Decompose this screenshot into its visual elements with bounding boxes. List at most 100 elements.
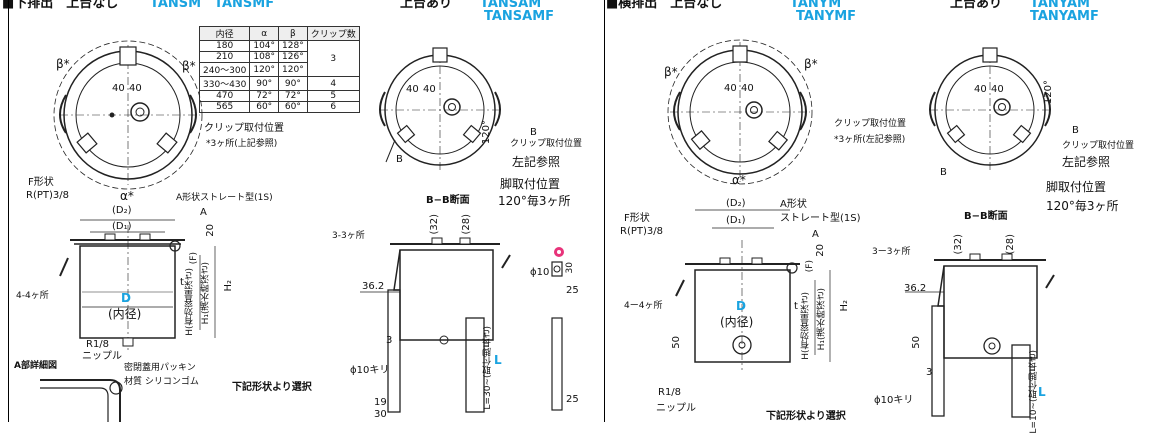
d1-label: (D₁) — [112, 221, 132, 232]
inner-diameter-label: (内径) — [720, 315, 754, 329]
model-name-tanymf: TANYMF — [796, 9, 857, 24]
dim-32: (32) — [429, 214, 440, 235]
l-label: L — [494, 353, 502, 367]
beta-label: β* — [56, 57, 70, 71]
clip-position-label: クリップ取付位置 — [204, 123, 284, 134]
beta-label: β* — [804, 57, 818, 71]
dim-3: 3 — [386, 335, 393, 346]
table-header: α — [249, 26, 280, 41]
bb-section-view-1 — [360, 237, 563, 413]
dim-36-2: 36.2 — [362, 281, 385, 292]
nipple-label: ニップル — [656, 403, 696, 414]
h1-label: H₁(満水時深さ) — [817, 288, 827, 351]
d-label: D — [736, 299, 746, 313]
three-places-label: 3ー3ヶ所 — [872, 247, 911, 257]
nipple-label: ニップル — [82, 351, 122, 362]
angle-120: 120° — [1043, 80, 1054, 105]
r18-label: R1/8 — [86, 339, 110, 350]
l-note: L=30~(取付脚長さ) — [483, 326, 493, 410]
alpha-label: α* — [120, 189, 134, 203]
phi10-drill-label: ϕ10キリ — [350, 365, 390, 376]
a-detail-view — [40, 379, 123, 422]
bb-section-view-2 — [905, 253, 1055, 418]
section-divider — [604, 0, 605, 422]
four-places-label: 4-4ヶ所 — [16, 291, 49, 301]
f-shape-label: F形状 — [28, 177, 54, 188]
four-places-label: 4ー4ヶ所 — [624, 301, 663, 311]
tank-side-view-1 — [59, 219, 216, 350]
left-border — [8, 0, 9, 422]
leg-position-label: 脚取付位置 — [1046, 180, 1107, 194]
h2-label: H₂ — [839, 300, 850, 312]
top-view-2 — [379, 47, 501, 170]
model-name-tansamf: TANSAMF — [484, 9, 555, 24]
tank-side-view-2 — [675, 209, 831, 370]
top-view-1 — [53, 40, 203, 190]
angle-120: 120° — [481, 120, 492, 145]
model-name-tanym: TANYM — [790, 0, 842, 11]
h2-label: H₂ — [223, 280, 234, 292]
dim-20: 20 — [815, 244, 826, 257]
a-letter: A — [812, 229, 819, 240]
section-subtitle-with-stand: 上台あり — [400, 0, 453, 11]
inner-diameter-label: (内径) — [108, 307, 142, 321]
a-detail-label: A部詳細図 — [14, 361, 57, 371]
dim-25: 25 — [566, 394, 579, 405]
dim-28: (28) — [461, 214, 472, 235]
table-header-row: 内径 α β クリップ数 — [198, 26, 360, 41]
h-eff-label: H(有効容量深さ) — [185, 268, 195, 336]
rpt-label: R(PT)3/8 — [620, 226, 663, 237]
dim-40: 40 — [112, 83, 125, 94]
l-label: L — [1038, 385, 1046, 399]
dim-40: 40 — [724, 83, 737, 94]
see-left-label: 左記参照 — [512, 155, 561, 169]
f-dim: (F) — [189, 252, 199, 265]
dim-28: (28) — [1005, 234, 1016, 255]
f-dim: (F) — [805, 260, 815, 273]
beta-label: β* — [182, 59, 196, 73]
table-header: β — [278, 26, 308, 41]
b-marker: B — [530, 127, 537, 138]
section-title-side-drain: ■横排出 上台なし — [606, 0, 723, 11]
dim-30: 30 — [565, 262, 575, 274]
dim-40: 40 — [741, 83, 754, 94]
a-shape-label: A形状 — [780, 199, 807, 210]
table-header: クリップ数 — [306, 26, 360, 41]
clip-note: *3ヶ所(上記参照) — [206, 139, 278, 149]
t-label: t — [180, 277, 184, 288]
leg-note-label: 120°毎3ヶ所 — [1046, 199, 1119, 213]
select-below-label: 下記形状より選択 — [766, 411, 846, 422]
a-letter: A — [200, 207, 207, 218]
bb-section-label: B−B断面 — [964, 211, 1008, 222]
h1-label: H₁(満水時深さ) — [201, 262, 211, 325]
dim-36-2: 36.2 — [904, 283, 927, 294]
clip-position-label: クリップ取付位置 — [510, 139, 583, 149]
leg-note-label: 120°毎3ヶ所 — [498, 194, 571, 208]
table-header: 内径 — [198, 26, 251, 41]
table-cell: 6 — [306, 101, 360, 113]
h-eff-label: H(有効容量深さ) — [801, 292, 811, 360]
r18-label: R1/8 — [658, 387, 682, 398]
dim-40: 40 — [423, 84, 436, 95]
dim-3: 3 — [926, 367, 933, 378]
dim-40: 40 — [991, 84, 1004, 95]
d1-label: (D₁) — [726, 215, 746, 226]
section-subtitle-with-stand-2: 上台あり — [950, 0, 1003, 11]
model-name-tansam: TANSAM — [480, 0, 542, 11]
dim-19: 19 — [374, 397, 387, 408]
dim-30: 30 — [374, 409, 387, 420]
dim-20: 20 — [205, 224, 216, 237]
model-names-tansm: TANSM TANSMF — [150, 0, 275, 11]
l-note: L=10~(取付脚長さ) — [1029, 350, 1039, 434]
beta-label: β* — [664, 65, 678, 79]
dim-40: 40 — [406, 84, 419, 95]
model-name-tanyam: TANYAM — [1030, 0, 1090, 11]
a-shape-label: A形状ストレート型(1S) — [176, 193, 273, 203]
b-marker: B — [396, 154, 403, 165]
table-cell: 565 — [198, 101, 251, 113]
d-label: D — [121, 291, 131, 305]
